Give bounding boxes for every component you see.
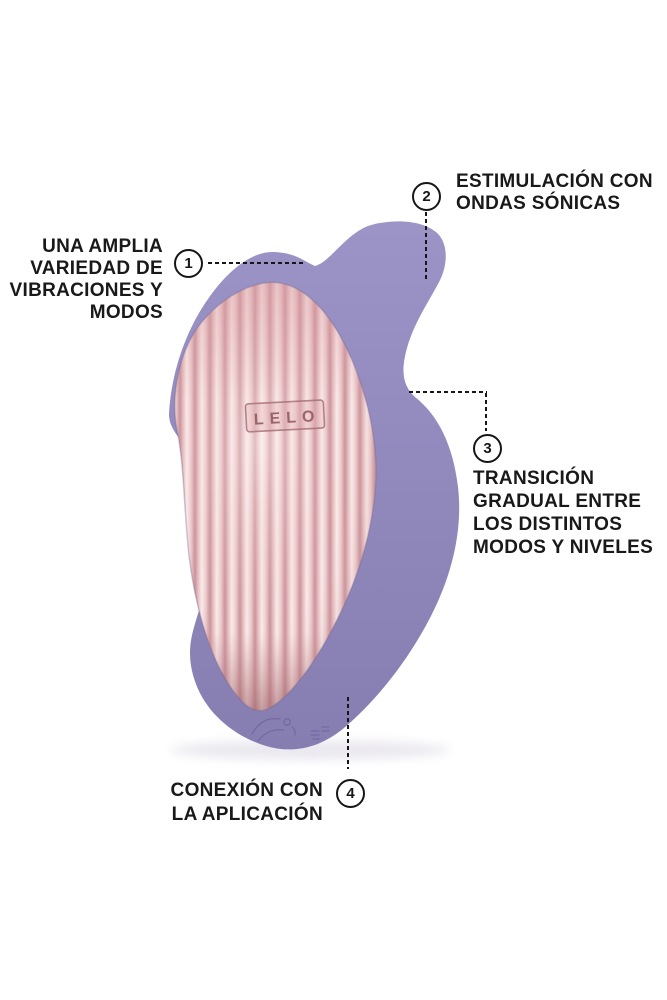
callout-1-marker: 1 — [174, 249, 203, 278]
callout-1-line: MODOS — [89, 302, 163, 323]
callout-3-line: GRADUAL ENTRE — [473, 491, 642, 512]
callout-2-line: ESTIMULACIÓN CON — [456, 171, 653, 192]
brand-text: LELO — [253, 408, 320, 428]
callout-1-leader-line — [208, 262, 303, 264]
callout-1-line: VIBRACIONES Y — [9, 280, 163, 301]
callout-3-line: TRANSICIÓN — [473, 468, 595, 489]
callout-3-marker: 3 — [473, 434, 502, 463]
callout-4-line: CONEXIÓN CON — [170, 780, 323, 801]
callout-1-line: VARIEDAD DE — [30, 258, 163, 279]
wave-engraving-icon — [251, 717, 296, 742]
callout-3-text: TRANSICIÓN GRADUAL ENTRE LOS DISTINTOS M… — [473, 467, 653, 559]
callout-2-text: ESTIMULACIÓN CON ONDAS SÓNICAS — [456, 171, 653, 214]
regulatory-engraving — [310, 726, 330, 740]
callout-4-marker: 4 — [336, 779, 365, 808]
product-shadow — [170, 740, 450, 760]
callout-2-leader-line — [425, 212, 427, 282]
callout-4-leader-line — [347, 697, 349, 769]
callout-4-line: LA APLICACIÓN — [171, 804, 323, 825]
callout-3-leader-line-vertical — [485, 393, 487, 431]
callout-4-text: CONEXIÓN CON LA APLICACIÓN — [171, 779, 323, 827]
callout-3-line: MODOS Y NIVELES — [473, 537, 654, 558]
callout-1-line: UNA AMPLIA — [42, 236, 163, 257]
brand-plate-frame — [244, 399, 326, 433]
callout-2-marker: 2 — [412, 182, 441, 211]
callout-1-text: UNA AMPLIA VARIEDAD DE VIBRACIONES Y MOD… — [10, 236, 163, 324]
callout-3-line: LOS DISTINTOS — [473, 514, 623, 535]
callout-2-line: ONDAS SÓNICAS — [456, 192, 621, 214]
callout-3-leader-line-horizontal — [409, 391, 487, 393]
brand-plate: LELO — [244, 399, 326, 433]
